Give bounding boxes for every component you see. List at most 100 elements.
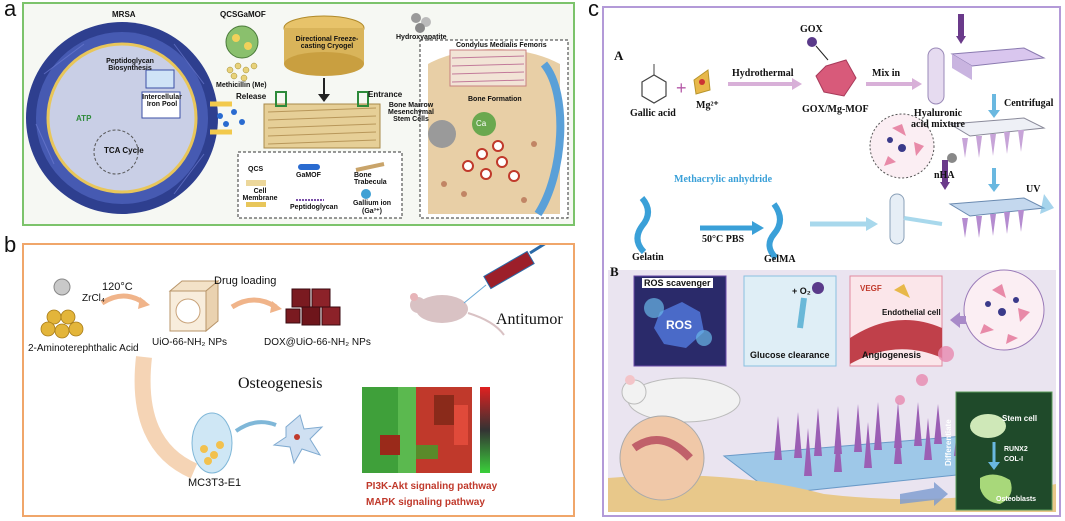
qcsgamof-label: QCSGaMOF	[220, 10, 266, 19]
mof-crystal	[815, 59, 857, 97]
stem-cell-gray	[428, 120, 456, 148]
gelma-strand	[766, 202, 783, 261]
uio-label: UiO-66-NH₂ NPs	[152, 337, 227, 348]
differentiate-label: Differentiate	[944, 419, 953, 466]
bone-formation-label: Bone Formation	[468, 96, 522, 103]
iron-pool-label: Intercellular Iron Pool	[142, 94, 182, 108]
legend-gamof: GaMOF	[296, 172, 321, 179]
legend-bone-trabecula: Bone Trabecula	[354, 172, 387, 186]
release-label: Release	[236, 92, 267, 101]
gallic-acid-ring	[641, 74, 667, 104]
runx2-label: RUNX2	[1004, 446, 1028, 453]
hyaluronic-label: Hyaluronic acid mixture	[911, 108, 965, 130]
panel-a-artwork	[26, 13, 569, 219]
panel-label-c: c	[588, 0, 599, 21]
zrcl-label: ZrCl₄	[82, 293, 105, 304]
nha-label: nHA	[934, 170, 955, 181]
panel-c: +	[602, 6, 1061, 517]
mouse	[416, 295, 468, 323]
pathway-pi3k: PI3K-Akt signaling pathway	[366, 481, 498, 492]
mc3t3-cell	[191, 412, 233, 474]
panel-c-artwork: +	[608, 14, 1056, 512]
acid-label: 2-Aminoterephthalic Acid	[28, 343, 139, 354]
o2-label: + O₂	[792, 286, 811, 296]
panel-label-b: b	[4, 232, 17, 257]
gelatin-label: Gelatin	[632, 252, 664, 263]
mix-in-label: Mix in	[872, 68, 901, 79]
test-tube	[927, 47, 945, 105]
heatmap	[362, 387, 472, 473]
mc3t3-label: MC3T3-E1	[188, 477, 242, 489]
syringe	[463, 245, 546, 304]
pathway-mapk: MAPK signaling pathway	[366, 497, 485, 508]
entrance-label: Entrance	[368, 90, 403, 99]
gox-dot	[807, 37, 817, 47]
section-b-label: B	[610, 264, 619, 279]
cryogel-label: Directional Freeze-casting Cryogel	[295, 36, 359, 50]
microneedle-mold-1	[950, 47, 1046, 80]
centrifugal-label: Centrifugal	[1004, 98, 1054, 109]
gelatin-strand	[634, 196, 651, 255]
calcium-label: Ca	[476, 119, 487, 128]
svg-text:+: +	[676, 78, 687, 98]
skin-tissue	[608, 475, 1056, 512]
hydroxyapatite-label: Hydroxyapatite	[396, 34, 447, 41]
gelma-tube	[889, 193, 905, 245]
hydroxyapatite-dot	[411, 13, 421, 23]
gelma-label: GelMA	[764, 254, 796, 265]
gallic-acid-label: Gallic acid	[630, 108, 676, 119]
nha-dot	[947, 153, 957, 163]
calcium-cell	[472, 112, 496, 136]
microneedle-mold-2	[948, 117, 1046, 158]
legend-peptidoglycan: Peptidoglycan	[290, 204, 338, 211]
gox-mof-label: GOX/Mg-MOF	[802, 104, 869, 115]
acid-spheres	[40, 309, 84, 339]
pbs-label: 50°C PBS	[702, 234, 745, 245]
glucose-label: Glucose clearance	[750, 350, 830, 360]
drug-loading-label: Drug loading	[214, 275, 277, 287]
legend-cell-membrane: Cell Membrane	[242, 188, 278, 202]
dox-cluster	[285, 288, 341, 326]
section-a-label: A	[614, 48, 624, 63]
iron-pool-box	[141, 91, 181, 119]
mrsa-label: MRSA	[112, 10, 136, 19]
angiogenesis-label: Angiogenesis	[862, 350, 922, 360]
stem-cell-label: Stem cell	[1002, 414, 1038, 423]
panel-b-artwork	[40, 245, 546, 479]
qcsgamof-particle	[225, 25, 259, 59]
dox-label: DOX@UiO-66-NH₂ NPs	[264, 337, 371, 348]
methicillin-label: Methicillin (Me)	[216, 82, 267, 89]
osteogenesis-label: Osteogenesis	[238, 375, 323, 392]
endothelial-label: Endothelial cell	[882, 308, 941, 317]
ros-label: ROS	[666, 318, 693, 332]
uv-label: UV	[1026, 184, 1041, 195]
antitumor-label: Antitumor	[496, 311, 563, 328]
vegf-label: VEGF	[860, 284, 882, 293]
osteoblasts-label: Osteoblasts	[996, 496, 1037, 503]
col1-label: COL-I	[1004, 456, 1024, 463]
atp-label: ATP	[76, 114, 92, 123]
microneedles	[774, 402, 962, 476]
legend-gallium: Gallium ion (Ga³⁺)	[352, 200, 392, 215]
bmsc-label: Bone Marrow Mesenchymal Stem Cells	[388, 102, 434, 123]
osteogenesis-arrow	[134, 356, 198, 479]
panel-a: MRSA QCSGaMOF Methicillin (Me) Direction…	[22, 2, 575, 226]
tca-label: TCA Cycle	[104, 146, 144, 155]
panel-b: ZrCl₄ 120°C 2-Aminoterephthalic Acid Dru…	[22, 243, 575, 517]
heatmap-colorbar	[480, 387, 490, 473]
ros-scavenger-label: ROS scavenger	[642, 278, 713, 288]
panel-label-a: a	[4, 0, 17, 21]
legend-qcs: QCS	[248, 166, 264, 173]
tca-cycle-ring	[93, 129, 139, 175]
peptidoglycan-biosynthesis-label: Peptidoglycan Biosynthesis	[106, 58, 154, 72]
condylus-label: Condylus Medialis Femoris	[456, 42, 547, 49]
temperature-label: 120°C	[102, 281, 133, 293]
mouse-c	[627, 377, 741, 423]
zrcl-sphere	[53, 278, 71, 296]
methacrylic-label: Methacrylic anhydride	[674, 174, 773, 185]
tissue-inset	[619, 415, 705, 501]
gox-label: GOX	[800, 24, 823, 35]
microneedle-mold-3	[948, 197, 1046, 238]
mg-label: Mg²⁺	[696, 100, 719, 111]
hydrothermal-label: Hydrothermal	[732, 68, 794, 79]
